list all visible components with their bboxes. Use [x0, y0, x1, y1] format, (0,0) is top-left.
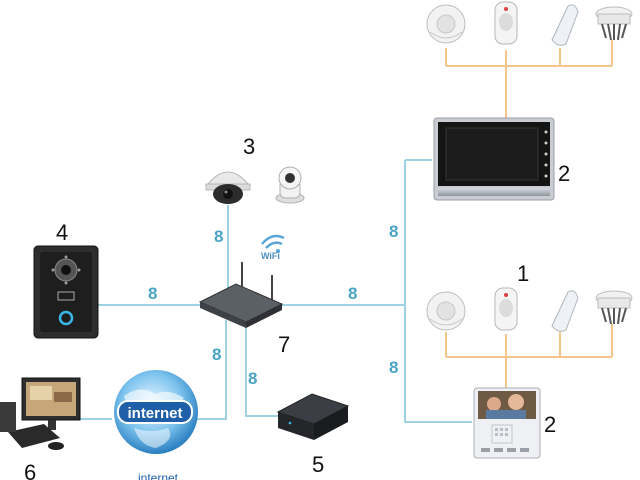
- curtain-sensor-icon: [551, 290, 579, 332]
- internet-caption: internet: [138, 471, 179, 480]
- curtain-sensor-icon: [551, 4, 579, 46]
- pt-camera-icon: [275, 166, 305, 204]
- link-label-doorstation-switch: 8: [148, 284, 157, 303]
- link-label-monitor-bottom: 8: [389, 358, 398, 377]
- globe-icon: [114, 370, 198, 454]
- number-2-bottom: 2: [544, 412, 556, 437]
- link-label-monitor-top: 8: [389, 222, 398, 241]
- number-2-top: 2: [558, 161, 570, 186]
- number-5: 5: [312, 452, 324, 477]
- nvr-icon: [276, 393, 350, 440]
- indoor-monitor-large: [433, 117, 555, 201]
- number-1: 1: [517, 261, 529, 286]
- link-label-switch-internet: 8: [212, 345, 221, 364]
- wifi-label: WiFi: [261, 251, 280, 261]
- link-label-camera-switch: 8: [214, 227, 223, 246]
- smoke-detector-icon: [426, 291, 466, 331]
- siren-icon: [595, 6, 633, 41]
- sensor-wires-top: [445, 40, 613, 118]
- switch-icon: [198, 262, 284, 328]
- link-label-switch-nvr: 8: [248, 369, 257, 388]
- smoke-detector-icon: [426, 4, 466, 44]
- wifi-icon: [261, 234, 285, 253]
- number-3: 3: [243, 134, 255, 159]
- number-6: 6: [24, 460, 36, 480]
- internet-badge: internet: [127, 405, 182, 422]
- pir-sensor-icon: [494, 1, 518, 45]
- pir-sensor-icon: [494, 287, 518, 331]
- door-station-icon: [33, 245, 99, 339]
- sensor-wires-bottom: [445, 324, 613, 388]
- siren-icon: [595, 290, 633, 325]
- network-wires: [78, 159, 472, 423]
- number-7: 7: [278, 332, 290, 357]
- indoor-monitor-small: [473, 387, 541, 459]
- link-label-switch-monitors: 8: [348, 284, 357, 303]
- dome-camera-icon: [205, 171, 251, 204]
- computer-icon: [0, 377, 81, 450]
- number-4: 4: [56, 220, 68, 245]
